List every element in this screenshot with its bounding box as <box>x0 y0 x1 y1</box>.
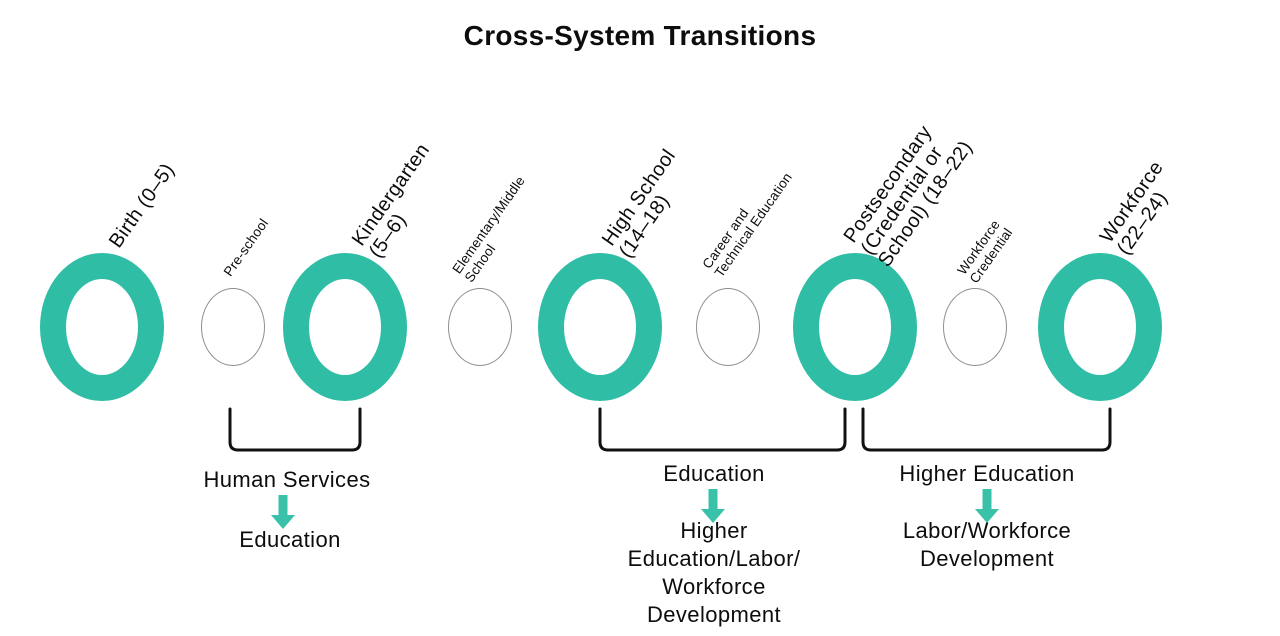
stage-label-workforce-credential: Workforce Credential <box>954 217 1016 286</box>
stage-label-workforce: Workforce (22–24) <box>1095 157 1173 259</box>
from-system-label: Higher Education <box>899 461 1075 486</box>
stage-circle-workforce <box>1038 253 1162 401</box>
stage-label-career-technical-ed: Career and Technical Education <box>699 169 796 280</box>
bracket-highschool-postsecondary <box>598 407 847 452</box>
stage-circle-high-school <box>538 253 662 401</box>
stage-circle-elementary-middle <box>448 288 512 366</box>
stage-label-postsecondary: Postsecondary (Credential or School) (18… <box>839 121 978 271</box>
stage-circle-career-technical-ed <box>696 288 760 366</box>
down-arrow-icon <box>701 489 725 523</box>
to-system-label: Labor/Workforce Development <box>902 518 1072 571</box>
from-system-label: Education <box>663 461 765 486</box>
stage-circle-preschool <box>201 288 265 366</box>
down-arrow-icon <box>271 495 295 529</box>
stage-label-elementary-middle: Elementary/Middle School <box>449 173 528 285</box>
stage-label-high-school: High School (14–18) <box>597 145 681 262</box>
stage-circle-workforce-credential <box>943 288 1007 366</box>
to-system-label: Higher Education/Labor/ Workforce Develo… <box>627 518 801 627</box>
stage-label-preschool: Pre-school <box>220 215 272 279</box>
stage-label-birth: Birth (0–5) <box>104 159 180 252</box>
bracket-birth-kindergarten <box>228 407 362 452</box>
stage-circle-kindergarten <box>283 253 407 401</box>
stage-label-kindergarten: Kindergarten (5–6) <box>347 139 435 262</box>
page-title: Cross-System Transitions <box>463 20 817 51</box>
stage-circle-birth <box>40 253 164 401</box>
from-system-label: Human Services <box>203 467 371 492</box>
down-arrow-icon <box>975 489 999 523</box>
stage-circle-postsecondary <box>793 253 917 401</box>
to-system-label: Education <box>239 527 341 552</box>
bracket-postsecondary-workforce <box>861 407 1112 452</box>
